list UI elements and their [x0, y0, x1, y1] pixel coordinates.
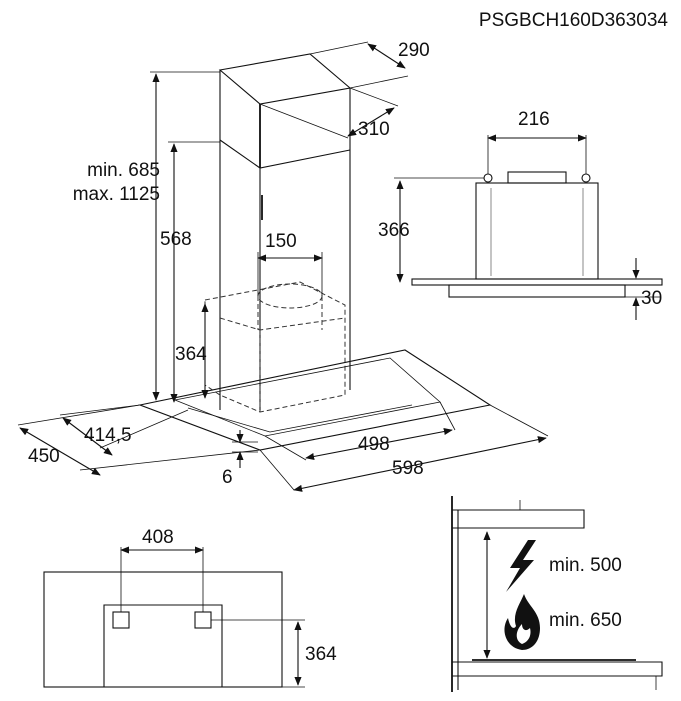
electric-clearance-label: min. 500: [549, 555, 622, 576]
chimney-seam: [259, 104, 263, 220]
dim-364-label: 364: [175, 344, 207, 365]
bottom-canopy: [43, 571, 283, 688]
canopy-inner: [187, 404, 413, 433]
side-glass: [411, 278, 663, 286]
bottom-mount-frame: [103, 604, 223, 687]
dim-450-label: 450: [28, 446, 60, 467]
hob-profile: [452, 661, 663, 677]
dim-310-label: 310: [358, 119, 390, 140]
dim-414-label: 414,5: [84, 425, 132, 446]
dim-290-line: [367, 43, 406, 69]
dim-290-label: 290: [398, 40, 430, 61]
dim-366-label: 366: [378, 220, 410, 241]
lightning-icon: [506, 540, 536, 592]
chimney-top: [218, 53, 352, 105]
dim-408-label: 408: [142, 527, 174, 548]
bracket-hole-right: [581, 173, 591, 183]
mount-hole-left: [112, 611, 130, 629]
dim-450-line: [19, 427, 101, 476]
dim-150-label: 150: [265, 231, 297, 252]
side-view: 216 366 30: [378, 109, 663, 320]
clearance-view: min. 500 min. 650: [451, 496, 663, 692]
dim-bottom-364-label: 364: [305, 644, 337, 665]
flame-icon: [504, 594, 540, 650]
dim-30-label: 30: [641, 288, 662, 309]
product-code: PSGBCH160D363034: [479, 10, 668, 31]
dim-498-label: 498: [358, 434, 390, 455]
bottom-view: 408 364: [43, 527, 337, 688]
motor-box: [204, 281, 346, 413]
side-body: [475, 182, 599, 280]
duct-outline: [257, 283, 323, 309]
dim-310-line: [347, 107, 395, 137]
mount-hole-right: [194, 611, 212, 629]
dim-216-label: 216: [518, 109, 550, 130]
dim-598-label: 598: [392, 458, 424, 479]
side-frame: [448, 284, 626, 298]
side-top-plate: [507, 171, 567, 184]
duct-sides: [257, 296, 323, 330]
dim-height-max: max. 1125: [73, 184, 160, 205]
dim-598-line: [293, 436, 547, 492]
dim-568-label: 568: [160, 229, 192, 250]
hood-profile: [452, 509, 585, 529]
main-isometric-view: 290 310 min. 685 max. 1125 568 150 364 4…: [17, 40, 549, 492]
gas-clearance-label: min. 650: [549, 610, 622, 631]
chimney-join: [219, 139, 351, 169]
bracket-hole-left: [483, 173, 493, 183]
dim-6-label: 6: [222, 467, 233, 488]
dim-height-min: min. 685: [87, 160, 160, 181]
